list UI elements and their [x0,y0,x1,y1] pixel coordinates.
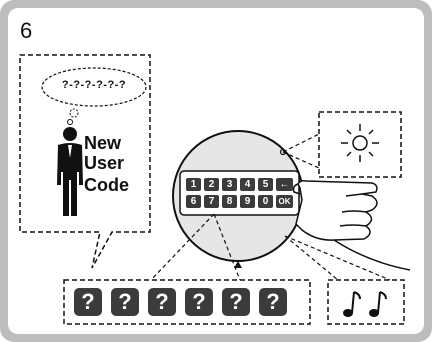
sound-callout-box [327,279,405,325]
double-beep-icon [343,291,387,317]
keypad-key[interactable]: 6 [186,195,201,208]
code-digit-box: ? [74,288,102,316]
keypad-key[interactable]: 8 [222,195,237,208]
thought-dot-large [69,108,79,118]
keypad-key[interactable]: 9 [240,195,255,208]
keypad-key-ok[interactable]: OK [276,195,293,208]
code-entry-callout-box [63,279,311,325]
code-digit-box: ? [259,288,287,316]
step-number: 6 [20,18,33,43]
code-digit-box: ? [111,288,139,316]
new-user-code-label-line3: Code [84,175,129,195]
keypad-key-back[interactable]: ← [276,178,293,191]
thought-bubble [41,67,147,107]
keypad-key[interactable]: 4 [240,178,255,191]
new-user-code-label-line2: User [84,153,125,173]
keypad-key[interactable]: 5 [258,178,273,191]
keypad-key[interactable]: 3 [222,178,237,191]
code-digit-box: ? [222,288,250,316]
code-digit-box: ? [148,288,176,316]
keypad-key[interactable]: 0 [258,195,273,208]
light-callout-box [318,111,402,178]
led-flash-icon [341,124,379,162]
pointing-hand-icon [292,180,411,271]
person-callout-box [19,54,151,269]
new-user-code-label-line1: New [84,133,122,153]
status-led [279,148,287,156]
person-icon [57,127,83,216]
keypad-key[interactable]: 2 [204,178,219,191]
thought-bubble-code: ?-?-?-?-?-? [61,79,127,91]
keypad-key[interactable]: 7 [204,195,219,208]
thought-dot-small [67,119,73,125]
keypad-key[interactable]: 1 [186,178,201,191]
code-digit-box: ? [185,288,213,316]
